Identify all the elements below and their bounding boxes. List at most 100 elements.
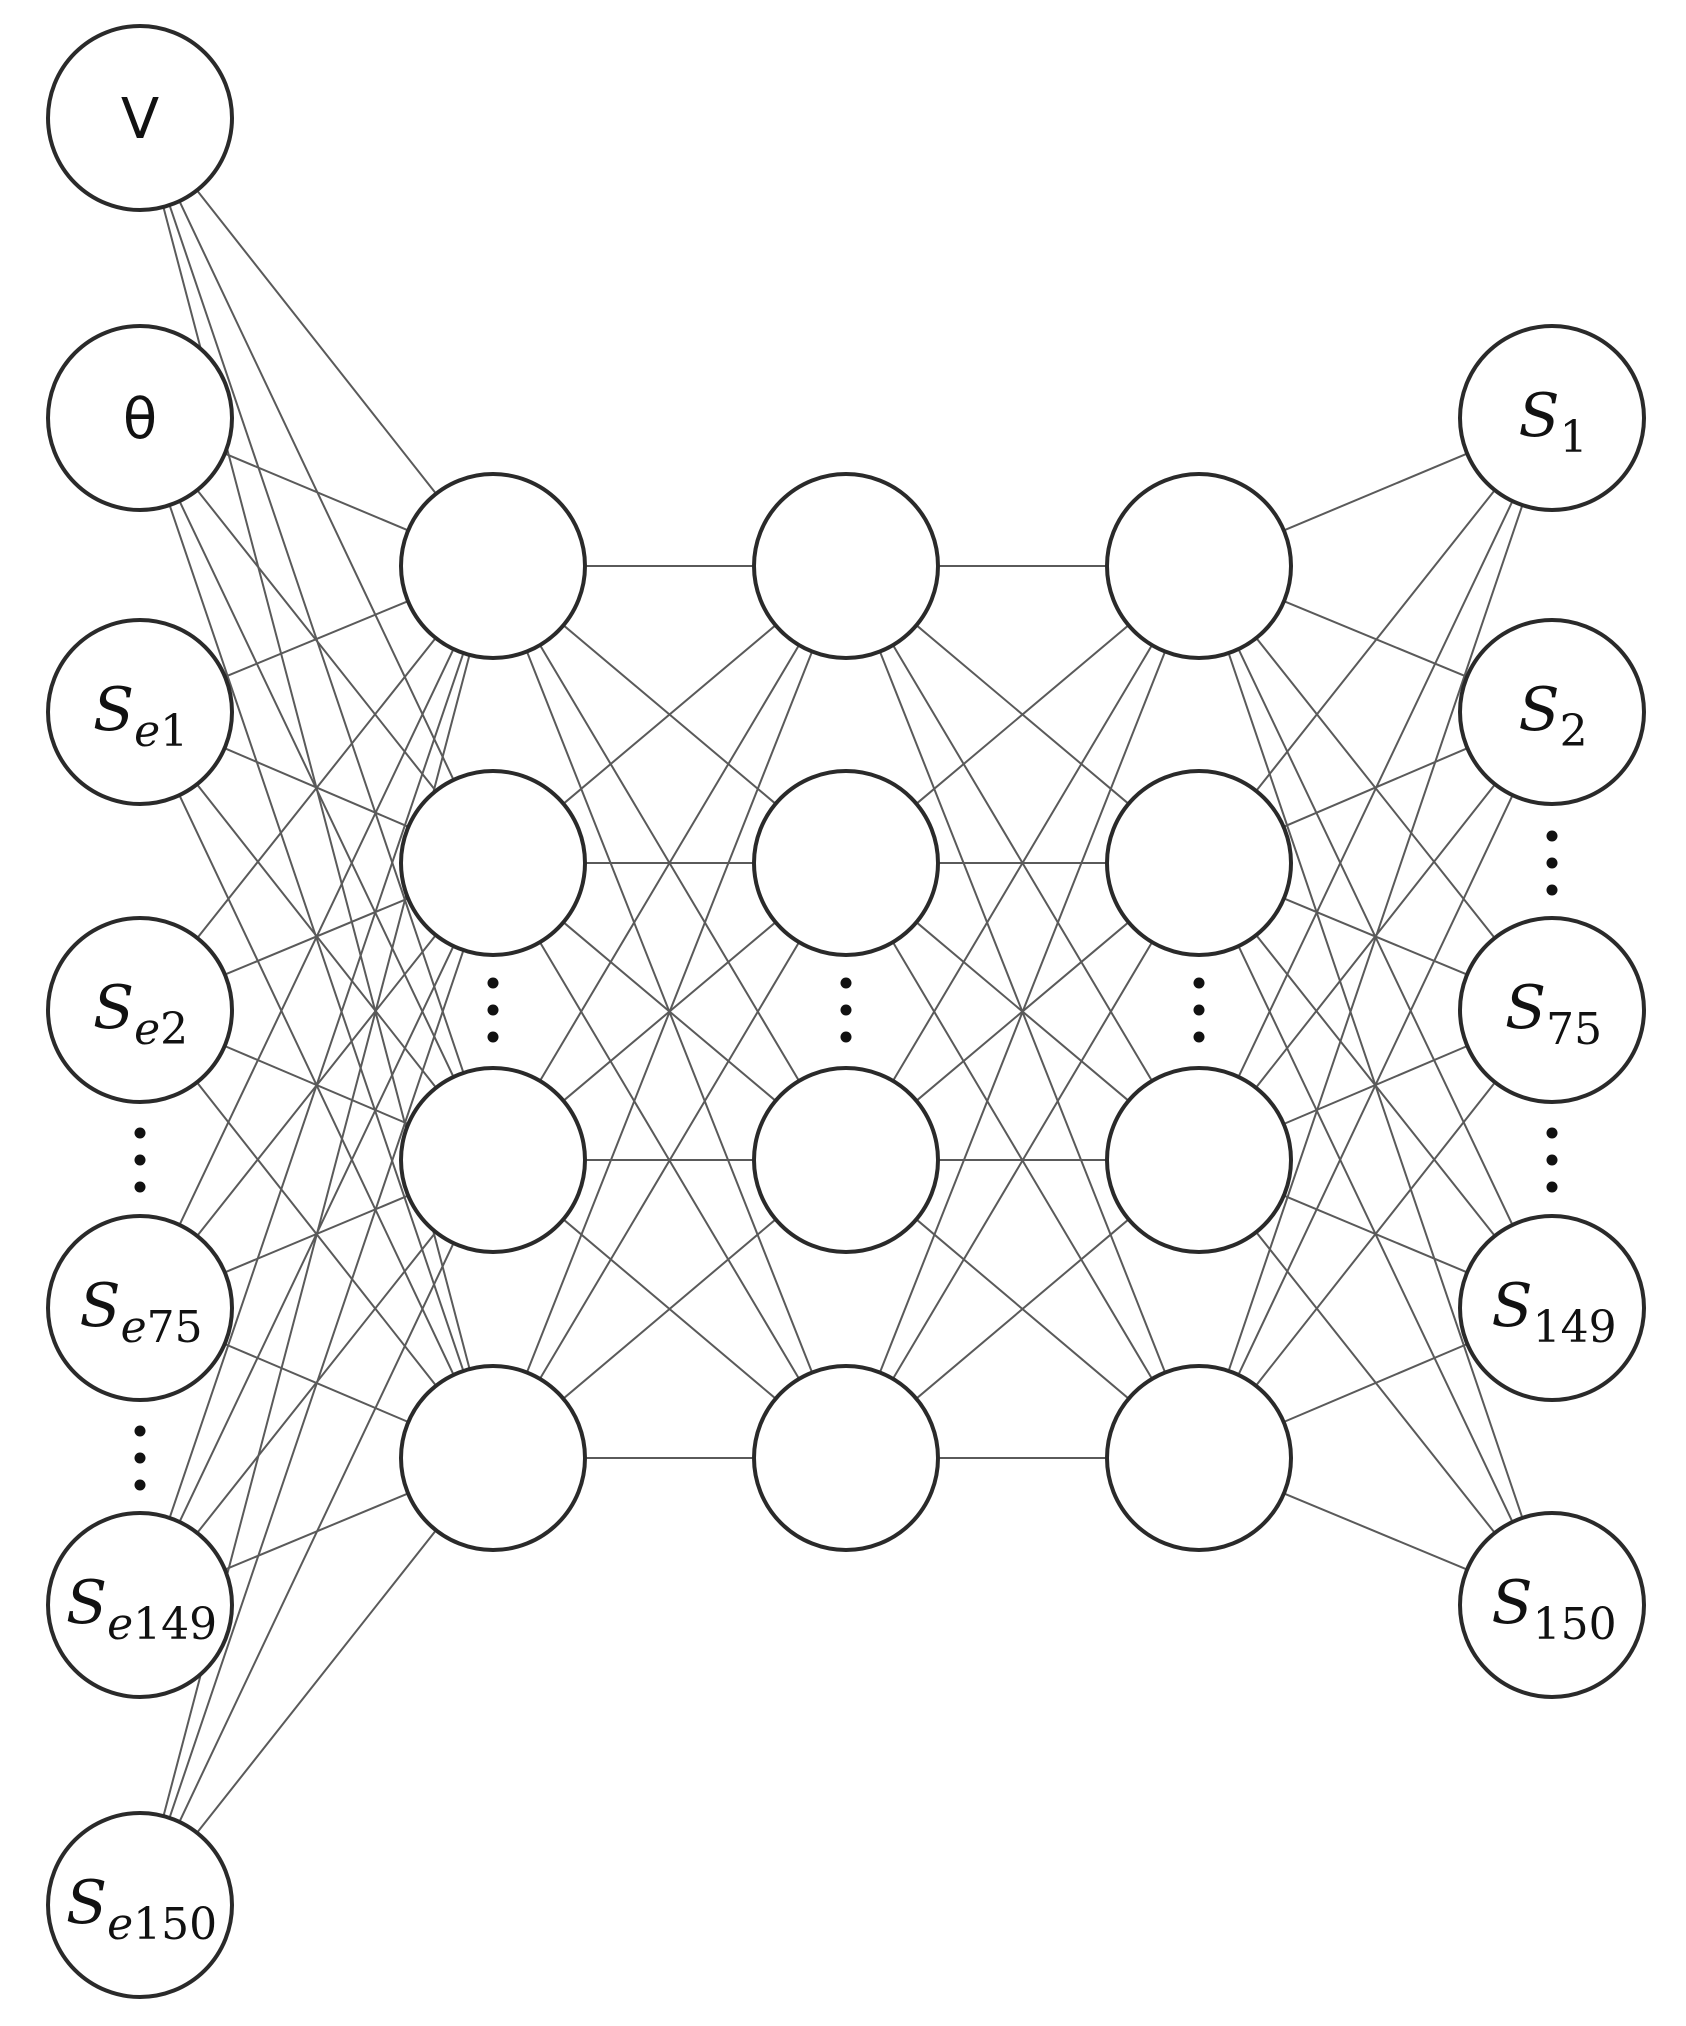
ellipsis-markers: ⋮ ⋮ ⋮ ⋮ ⋮ ⋮ ⋮ <box>134 830 1558 1491</box>
edge-hidden-3-3-to-output-3 <box>1283 1343 1468 1423</box>
edge-input-0-to-hidden-1-0 <box>196 189 437 495</box>
ellipsis-icon: ⋮ <box>134 1425 146 1491</box>
node-label-input-6: Se150 <box>66 1868 217 1950</box>
edge-hidden-2-3-to-hidden-3-2 <box>915 1218 1130 1400</box>
node-circle-input-1 <box>46 324 234 512</box>
edge-input-2-to-hidden-1-0 <box>224 600 409 678</box>
edge-input-6-to-hidden-1-3 <box>196 1529 437 1834</box>
node-circle-output-1 <box>1458 618 1646 806</box>
node-label-output-3: S149 <box>1492 1271 1617 1353</box>
edge-hidden-2-3-to-hidden-3-1 <box>892 941 1153 1380</box>
edge-input-1-to-hidden-1-0 <box>224 452 409 532</box>
node-input-2: Se1 <box>46 618 234 806</box>
node-circle-output-3 <box>1458 1214 1646 1402</box>
edge-hidden-1-3-to-hidden-2-2 <box>562 1218 777 1400</box>
edge-input-1-to-hidden-1-1 <box>196 489 437 792</box>
edge-input-4-to-hidden-1-0 <box>178 648 455 1226</box>
node-output-1: S2 <box>1458 618 1646 806</box>
edge-hidden-3-2-to-output-0 <box>1237 500 1514 1078</box>
ellipsis-icon: ⋮ <box>1546 830 1558 896</box>
edge-hidden-1-1-to-hidden-2-0 <box>562 624 777 805</box>
edge-hidden-3-1-to-output-0 <box>1255 489 1496 792</box>
ellipsis-icon: ⋮ <box>134 1127 146 1193</box>
node-hidden-3-1 <box>1105 769 1293 957</box>
node-output-0: S1 <box>1458 324 1646 512</box>
node-label-input-2: Se1 <box>93 675 188 757</box>
edge-input-3-to-hidden-1-0 <box>196 637 437 939</box>
node-circle-hidden-2-1 <box>752 769 940 957</box>
node-circle-input-2 <box>46 618 234 806</box>
node-circle-hidden-3-1 <box>1105 769 1293 957</box>
node-circle-hidden-2-0 <box>752 472 940 660</box>
edge-hidden-3-3-to-output-4 <box>1283 1492 1468 1571</box>
node-hidden-3-2 <box>1105 1066 1293 1254</box>
node-circle-input-0 <box>46 24 234 212</box>
node-label-input-5: Se149 <box>66 1568 217 1650</box>
node-label-input-0: V <box>121 87 159 152</box>
node-circle-input-5 <box>46 1511 234 1699</box>
node-circle-input-6 <box>46 1811 234 1999</box>
node-hidden-1-1 <box>399 769 587 957</box>
edge-hidden-3-3-to-output-1 <box>1237 794 1514 1376</box>
node-hidden-2-1 <box>752 769 940 957</box>
edge-input-6-to-hidden-1-1 <box>168 949 465 1819</box>
edge-hidden-3-3-to-output-0 <box>1227 504 1524 1372</box>
edge-hidden-3-3-to-output-2 <box>1255 1081 1496 1387</box>
node-label-input-1: θ <box>123 387 157 452</box>
edge-hidden-1-3-to-hidden-2-1 <box>539 941 800 1380</box>
edge-hidden-2-1-to-hidden-3-0 <box>915 624 1130 805</box>
node-circle-hidden-1-1 <box>399 769 587 957</box>
connections <box>162 189 1524 1834</box>
node-circle-hidden-1-3 <box>399 1364 587 1552</box>
node-input-0: V <box>46 24 234 212</box>
node-output-3: S149 <box>1458 1214 1646 1402</box>
node-label-output-2: S75 <box>1505 973 1602 1055</box>
node-circle-output-2 <box>1458 916 1646 1104</box>
node-input-4: Se75 <box>46 1214 234 1402</box>
node-label-output-1: S2 <box>1519 675 1588 757</box>
node-label-input-4: Se75 <box>80 1271 203 1353</box>
node-output-2: S75 <box>1458 916 1646 1104</box>
ellipsis-icon: ⋮ <box>1546 1127 1558 1193</box>
node-circle-hidden-3-3 <box>1105 1364 1293 1552</box>
ellipsis-icon: ⋮ <box>840 977 852 1043</box>
node-circle-output-0 <box>1458 324 1646 512</box>
edge-hidden-1-3-to-hidden-2-0 <box>525 651 814 1373</box>
edge-input-6-to-hidden-1-2 <box>178 1242 455 1823</box>
node-output-4: S150 <box>1458 1511 1646 1699</box>
node-circle-input-3 <box>46 916 234 1104</box>
node-hidden-1-3 <box>399 1364 587 1552</box>
node-circle-input-4 <box>46 1214 234 1402</box>
ellipsis-icon: ⋮ <box>487 977 499 1043</box>
node-circle-hidden-3-2 <box>1105 1066 1293 1254</box>
edge-hidden-2-2-to-hidden-3-0 <box>892 644 1153 1082</box>
node-circle-hidden-2-3 <box>752 1364 940 1552</box>
node-label-output-4: S150 <box>1492 1568 1617 1650</box>
node-label-output-0: S1 <box>1519 381 1588 463</box>
node-hidden-2-0 <box>752 472 940 660</box>
node-circle-hidden-1-2 <box>399 1066 587 1254</box>
edge-input-5-to-hidden-1-0 <box>168 652 465 1519</box>
node-circle-hidden-1-0 <box>399 472 587 660</box>
edge-input-0-to-hidden-1-1 <box>178 200 455 781</box>
node-hidden-3-0 <box>1105 472 1293 660</box>
ellipsis-icon: ⋮ <box>1193 977 1205 1043</box>
node-input-1: θ <box>46 324 234 512</box>
node-input-6: Se150 <box>46 1811 234 1999</box>
edge-hidden-3-0-to-output-0 <box>1283 452 1468 532</box>
node-hidden-2-3 <box>752 1364 940 1552</box>
edge-hidden-2-3-to-hidden-3-0 <box>878 651 1167 1373</box>
node-hidden-3-3 <box>1105 1364 1293 1552</box>
node-circle-hidden-3-0 <box>1105 472 1293 660</box>
node-circle-output-4 <box>1458 1511 1646 1699</box>
node-label-input-3: Se2 <box>93 973 188 1055</box>
node-hidden-1-2 <box>399 1066 587 1254</box>
node-hidden-2-2 <box>752 1066 940 1254</box>
edge-hidden-1-2-to-hidden-2-0 <box>539 644 800 1082</box>
node-input-5: Se149 <box>46 1511 234 1699</box>
node-input-3: Se2 <box>46 916 234 1104</box>
node-hidden-1-0 <box>399 472 587 660</box>
node-circle-hidden-2-2 <box>752 1066 940 1254</box>
